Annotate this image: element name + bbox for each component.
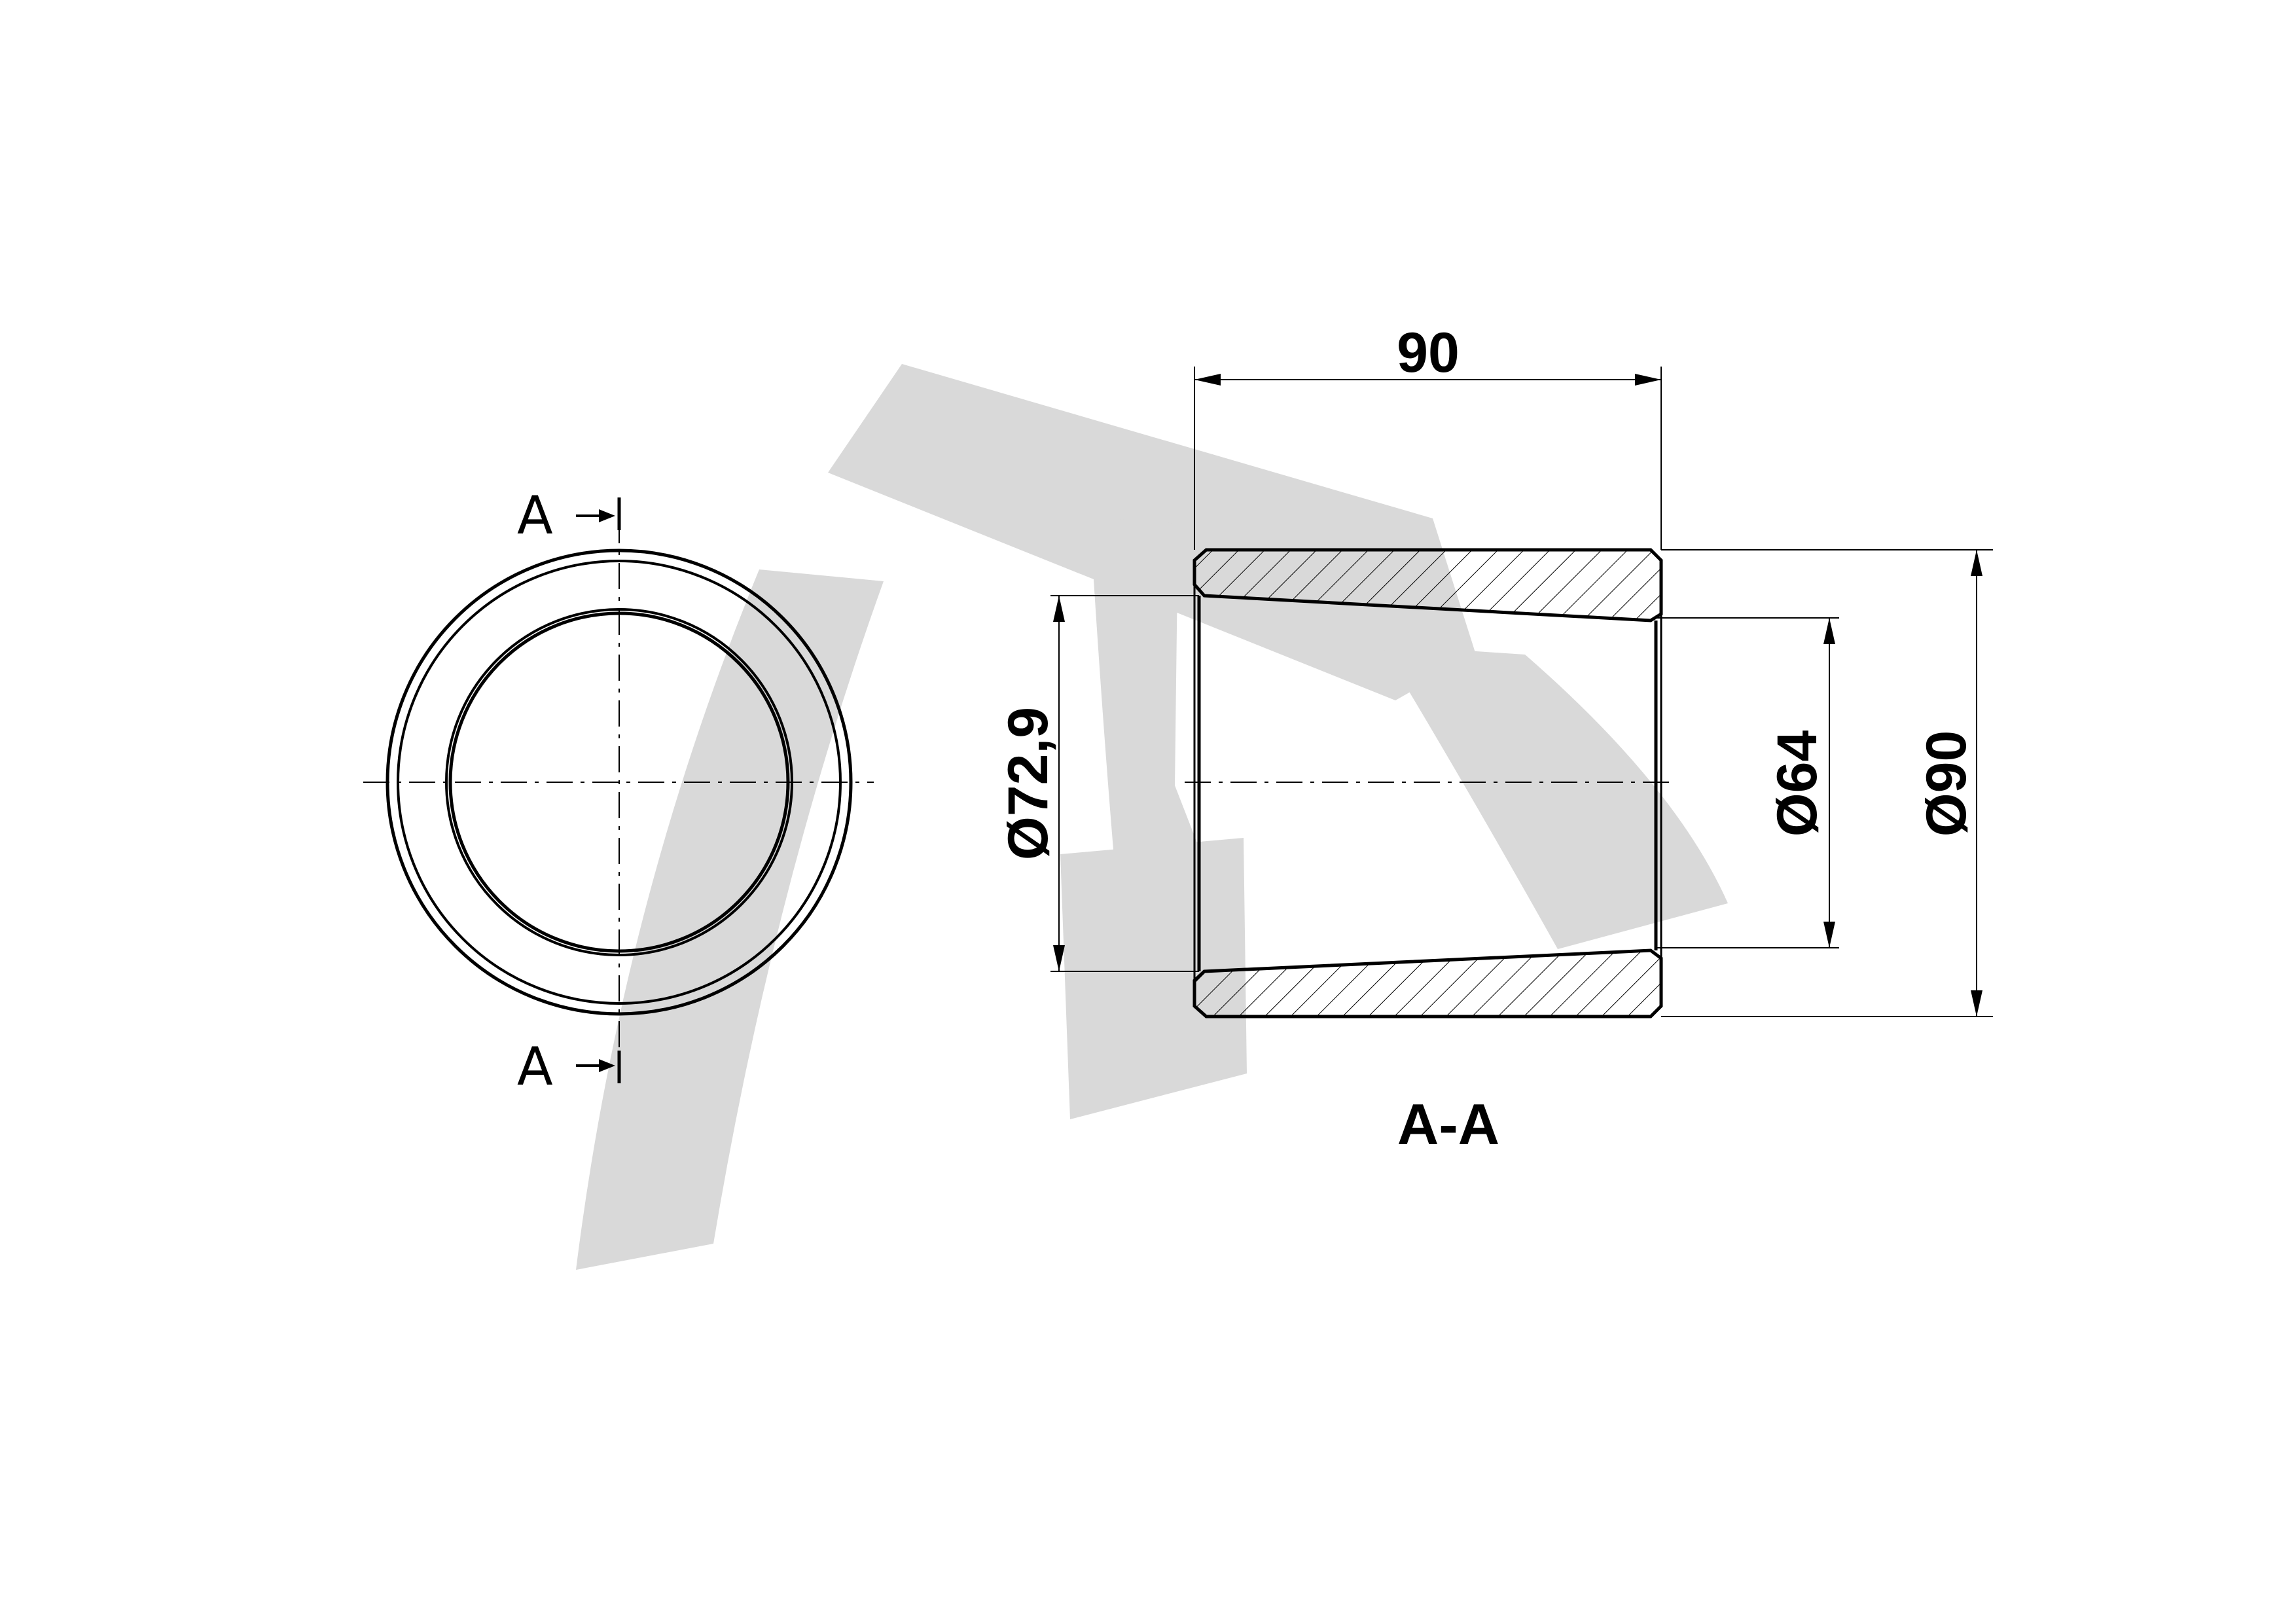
section-arrowhead-bottom: [599, 1059, 615, 1072]
dimension-length-label: 90: [1397, 321, 1460, 384]
front-view: [363, 517, 874, 1060]
dimension-inner-right-label: Ø64: [1766, 730, 1829, 837]
arrowhead-outer-top: [1971, 550, 1982, 576]
arrowhead-inner-right-bottom: [1823, 922, 1835, 948]
dimension-outer-diameter: Ø90: [1661, 549, 1993, 1017]
section-letter-top: A: [517, 485, 553, 546]
section-arrowhead-top: [599, 509, 615, 522]
section-view: [1185, 548, 1672, 1018]
section-marker-bottom: A: [517, 1036, 621, 1097]
arrowhead-inner-left-top: [1053, 596, 1065, 622]
dimension-outer-label: Ø90: [1915, 730, 1978, 837]
section-marker-top: A: [517, 485, 621, 546]
section-title: A-A: [1397, 1092, 1499, 1157]
dimension-inner-left-label: Ø72,9: [997, 707, 1060, 860]
arrowhead-length-right: [1635, 374, 1661, 386]
watermark-logo: [576, 364, 1728, 1270]
section-letter-bottom: A: [517, 1036, 553, 1097]
hatched-wall-top: [1193, 548, 1663, 622]
dimension-inner-left-diameter: Ø72,9: [997, 595, 1199, 972]
arrowhead-inner-right-top: [1823, 618, 1835, 644]
dimension-inner-right-diameter: Ø64: [1656, 617, 1839, 948]
arrowhead-outer-bottom: [1971, 990, 1982, 1017]
hatched-wall-bottom: [1193, 948, 1663, 1018]
dimension-length: 90: [1194, 321, 1662, 550]
arrowhead-inner-left-bottom: [1053, 945, 1065, 971]
arrowhead-length-left: [1194, 374, 1221, 386]
